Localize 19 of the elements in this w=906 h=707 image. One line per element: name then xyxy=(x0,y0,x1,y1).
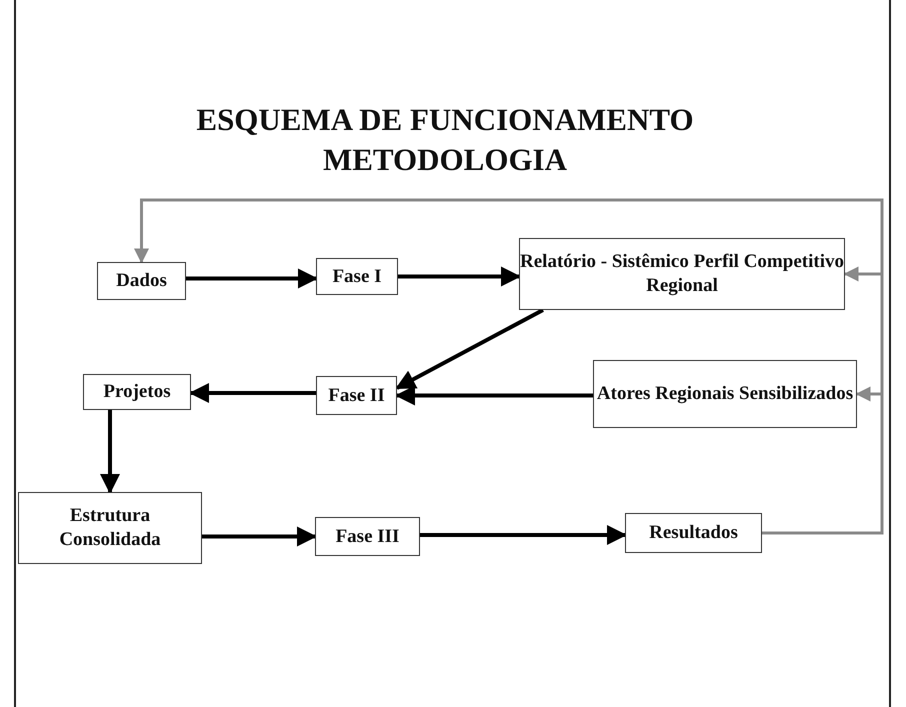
process-box: Resultados xyxy=(625,513,762,553)
arrow xyxy=(398,266,521,286)
feedback-arrow xyxy=(762,386,884,534)
arrow xyxy=(420,525,627,545)
process-box: Projetos xyxy=(83,374,191,410)
arrow xyxy=(395,308,544,390)
arrow xyxy=(395,386,593,406)
process-box: Fase II xyxy=(316,376,397,415)
arrow xyxy=(189,383,316,403)
diagram-title: ESQUEMA DE FUNCIONAMENTO METODOLOGIA xyxy=(195,101,695,179)
arrow xyxy=(186,268,318,288)
process-box: Fase III xyxy=(315,517,420,556)
arrow xyxy=(100,410,120,494)
arrow xyxy=(202,526,317,546)
process-box: Fase I xyxy=(316,258,398,295)
process-box: Estrutura Consolidada xyxy=(18,492,202,564)
process-box: Atores Regionais Sensibilizados xyxy=(593,360,857,428)
process-box: Dados xyxy=(97,262,186,300)
process-box: Relatório - Sistêmico Perfil Competitivo Regional xyxy=(519,238,845,310)
